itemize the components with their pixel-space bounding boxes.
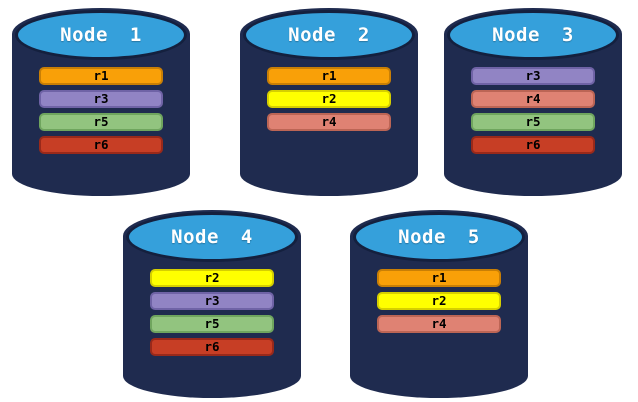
replica-bar-r5: r5 <box>471 113 595 131</box>
replica-bar-r3: r3 <box>471 67 595 85</box>
replica-bar-r6: r6 <box>471 136 595 154</box>
replica-bar-r1: r1 <box>377 269 501 287</box>
node-cylinder-2: Node 2 r1 r2 r4 <box>240 8 418 196</box>
node-title: Node 3 <box>492 24 574 46</box>
replica-list: r1 r2 r4 <box>350 269 528 333</box>
node-cylinder-1: Node 1 r1 r3 r5 r6 <box>12 8 190 196</box>
node-title: Node 1 <box>60 24 142 46</box>
replica-bar-r3: r3 <box>150 292 274 310</box>
replica-bar-r4: r4 <box>267 113 391 131</box>
replica-list: r3 r4 r5 r6 <box>444 67 622 154</box>
replica-bar-r1: r1 <box>267 67 391 85</box>
node-cylinder-3: Node 3 r3 r4 r5 r6 <box>444 8 622 196</box>
cylinder-top-ellipse: Node 5 <box>353 212 525 262</box>
replica-bar-r2: r2 <box>377 292 501 310</box>
replica-bar-r6: r6 <box>150 338 274 356</box>
node-cylinder-5: Node 5 r1 r2 r4 <box>350 210 528 398</box>
replica-bar-r2: r2 <box>150 269 274 287</box>
cylinder-top-ellipse: Node 4 <box>126 212 298 262</box>
replica-bar-r1: r1 <box>39 67 163 85</box>
replica-list: r2 r3 r5 r6 <box>123 269 301 356</box>
replica-bar-r5: r5 <box>39 113 163 131</box>
replica-bar-r2: r2 <box>267 90 391 108</box>
node-title: Node 5 <box>398 226 480 248</box>
replica-list: r1 r2 r4 <box>240 67 418 131</box>
replica-bar-r4: r4 <box>377 315 501 333</box>
replica-bar-r4: r4 <box>471 90 595 108</box>
replica-list: r1 r3 r5 r6 <box>12 67 190 154</box>
cylinder-top-ellipse: Node 3 <box>447 10 619 60</box>
replica-bar-r6: r6 <box>39 136 163 154</box>
replica-bar-r5: r5 <box>150 315 274 333</box>
node-cylinder-4: Node 4 r2 r3 r5 r6 <box>123 210 301 398</box>
cylinder-top-ellipse: Node 2 <box>243 10 415 60</box>
node-title: Node 2 <box>288 24 370 46</box>
node-title: Node 4 <box>171 226 253 248</box>
replica-bar-r3: r3 <box>39 90 163 108</box>
cylinder-top-ellipse: Node 1 <box>15 10 187 60</box>
